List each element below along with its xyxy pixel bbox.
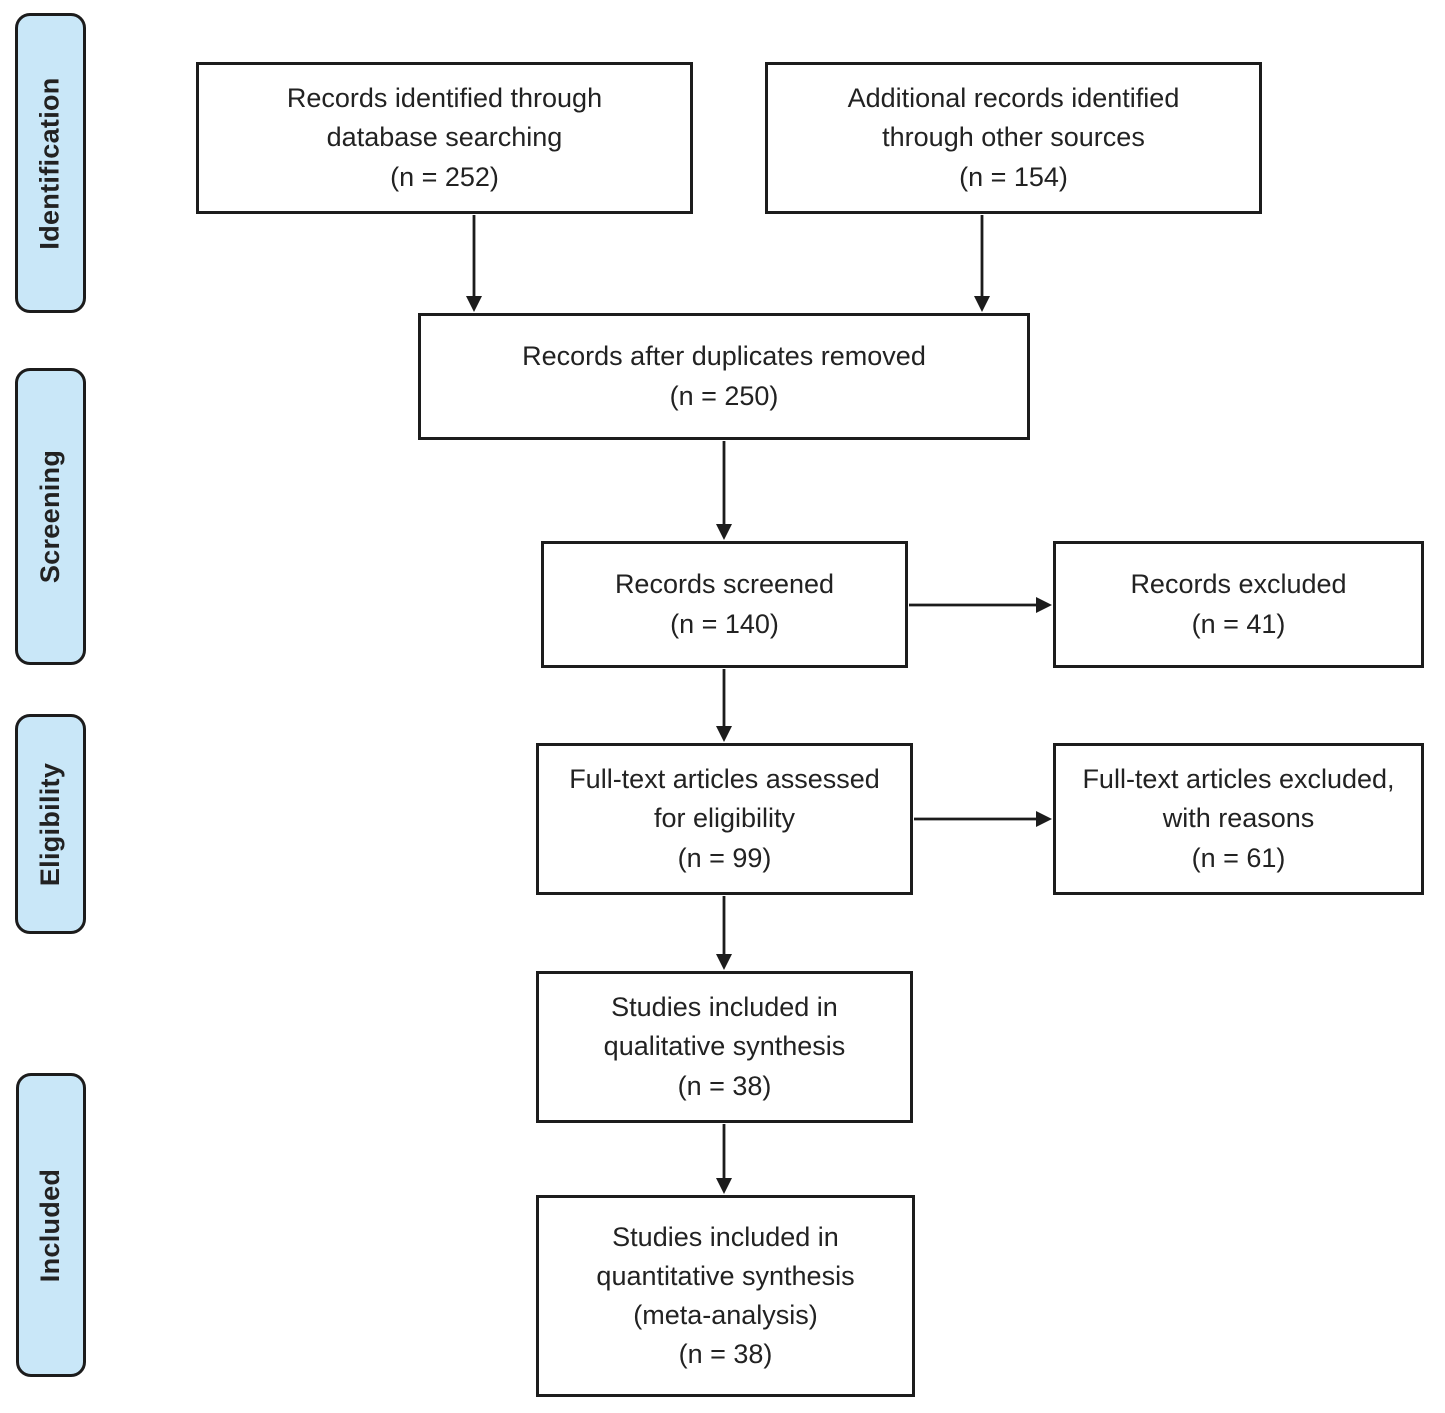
box-additional-records: Additional records identified through ot… [765, 62, 1262, 214]
box-additional-records-text: Additional records identified through ot… [847, 83, 1180, 192]
box-quantitative-synthesis: Studies included in quantitative synthes… [536, 1195, 915, 1397]
box-after-duplicates: Records after duplicates removed (n = 25… [418, 313, 1030, 440]
phase-label-included-text: Included [35, 1168, 66, 1282]
box-records-screened-text: Records screened (n = 140) [614, 569, 835, 639]
phase-label-screening-text: Screening [35, 449, 65, 584]
box-records-excluded-text: Records excluded (n = 41) [1130, 569, 1347, 639]
phase-label-eligibility-text: Eligibility [35, 762, 65, 886]
phase-label-eligibility: Eligibility [15, 714, 86, 934]
box-quantitative-synthesis-text: Studies included in quantitative synthes… [596, 1221, 855, 1370]
box-fulltext-assessed-text: Full-text articles assessed for eligibil… [569, 764, 880, 873]
box-fulltext-excluded-text: Full-text articles excluded, with reason… [1082, 764, 1395, 873]
box-after-duplicates-text: Records after duplicates removed (n = 25… [522, 341, 926, 411]
phase-label-screening: Screening [15, 368, 86, 665]
phase-label-identification: Identification [15, 13, 86, 313]
box-records-identified: Records identified through database sear… [196, 62, 693, 214]
phase-label-included: Included [16, 1073, 86, 1377]
box-qualitative-synthesis: Studies included in qualitative synthesi… [536, 971, 913, 1123]
box-records-identified-text: Records identified through database sear… [286, 83, 603, 192]
box-qualitative-synthesis-text: Studies included in qualitative synthesi… [603, 992, 846, 1101]
box-fulltext-excluded: Full-text articles excluded, with reason… [1053, 743, 1424, 895]
box-fulltext-assessed: Full-text articles assessed for eligibil… [536, 743, 913, 895]
phase-label-identification-text: Identification [35, 76, 66, 250]
box-records-excluded: Records excluded (n = 41) [1053, 541, 1424, 668]
box-records-screened: Records screened (n = 140) [541, 541, 908, 668]
